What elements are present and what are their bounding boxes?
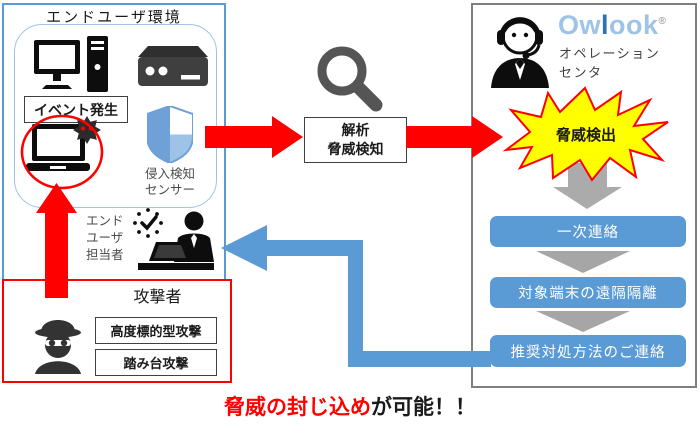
staff-line2: ユーザ bbox=[86, 231, 124, 245]
registered-mark: ® bbox=[658, 16, 667, 27]
desktop-computer-icon bbox=[34, 36, 114, 98]
owlook-logo: Owlook® bbox=[558, 10, 666, 41]
ops-to-user-elbow-arrow bbox=[221, 225, 491, 367]
infected-laptop-icon bbox=[26, 116, 104, 180]
headline-red-part: 脅威の封じ込め bbox=[224, 396, 371, 419]
opcenter-line2: センタ bbox=[559, 65, 603, 80]
opcenter-line1: オペレーション bbox=[559, 46, 661, 61]
server-icon bbox=[138, 46, 208, 90]
logo-dark-l: l bbox=[601, 10, 610, 40]
attacker-title: 攻撃者 bbox=[133, 289, 182, 306]
intrusion-sensor-line1: 侵入検知 bbox=[144, 167, 195, 181]
staff-at-desk-clock-icon bbox=[128, 208, 222, 276]
intrusion-sensor-line2: センサー bbox=[144, 183, 195, 197]
operation-center-label: オペレーション センタ bbox=[559, 44, 660, 82]
stepping-stone-attack-label: 踏み台攻撃 bbox=[95, 349, 217, 376]
staff-line3: 担当者 bbox=[86, 248, 124, 262]
step-primary-contact: 一次連絡 bbox=[490, 216, 686, 247]
spy-attacker-icon bbox=[26, 310, 90, 374]
analysis-line1: 解析 bbox=[341, 122, 370, 138]
intrusion-sensor-label: 侵入検知 センサー bbox=[133, 166, 207, 198]
headline-black-part: が可能！！ bbox=[371, 396, 476, 419]
logo-light-1: Ow bbox=[558, 10, 602, 40]
clock-icon bbox=[133, 208, 163, 238]
logo-light-2: ook bbox=[609, 10, 659, 40]
step-recommended-actions: 推奨対処方法のご連絡 bbox=[490, 335, 686, 367]
end-user-environment-title: エンドユーザ環境 bbox=[46, 9, 182, 26]
malware-gear-icon bbox=[73, 116, 101, 144]
shield-sensor-icon bbox=[147, 106, 193, 163]
magnifier-icon bbox=[315, 44, 385, 114]
end-user-staff-label: エンド ユーザ 担当者 bbox=[86, 213, 132, 264]
threat-detected-label: 脅威検出 bbox=[555, 127, 616, 144]
operator-headset-icon bbox=[484, 6, 556, 88]
analysis-line2: 脅威検知 bbox=[327, 141, 384, 157]
step-remote-isolation: 対象端末の遠隔隔離 bbox=[490, 277, 686, 308]
headline: 脅威の封じ込めが可能！！ bbox=[120, 391, 580, 421]
analysis-threat-detection-box: 解析 脅威検知 bbox=[304, 117, 407, 163]
advanced-targeted-attack-label: 高度標的型攻撃 bbox=[95, 317, 217, 344]
staff-line1: エンド bbox=[86, 214, 124, 228]
